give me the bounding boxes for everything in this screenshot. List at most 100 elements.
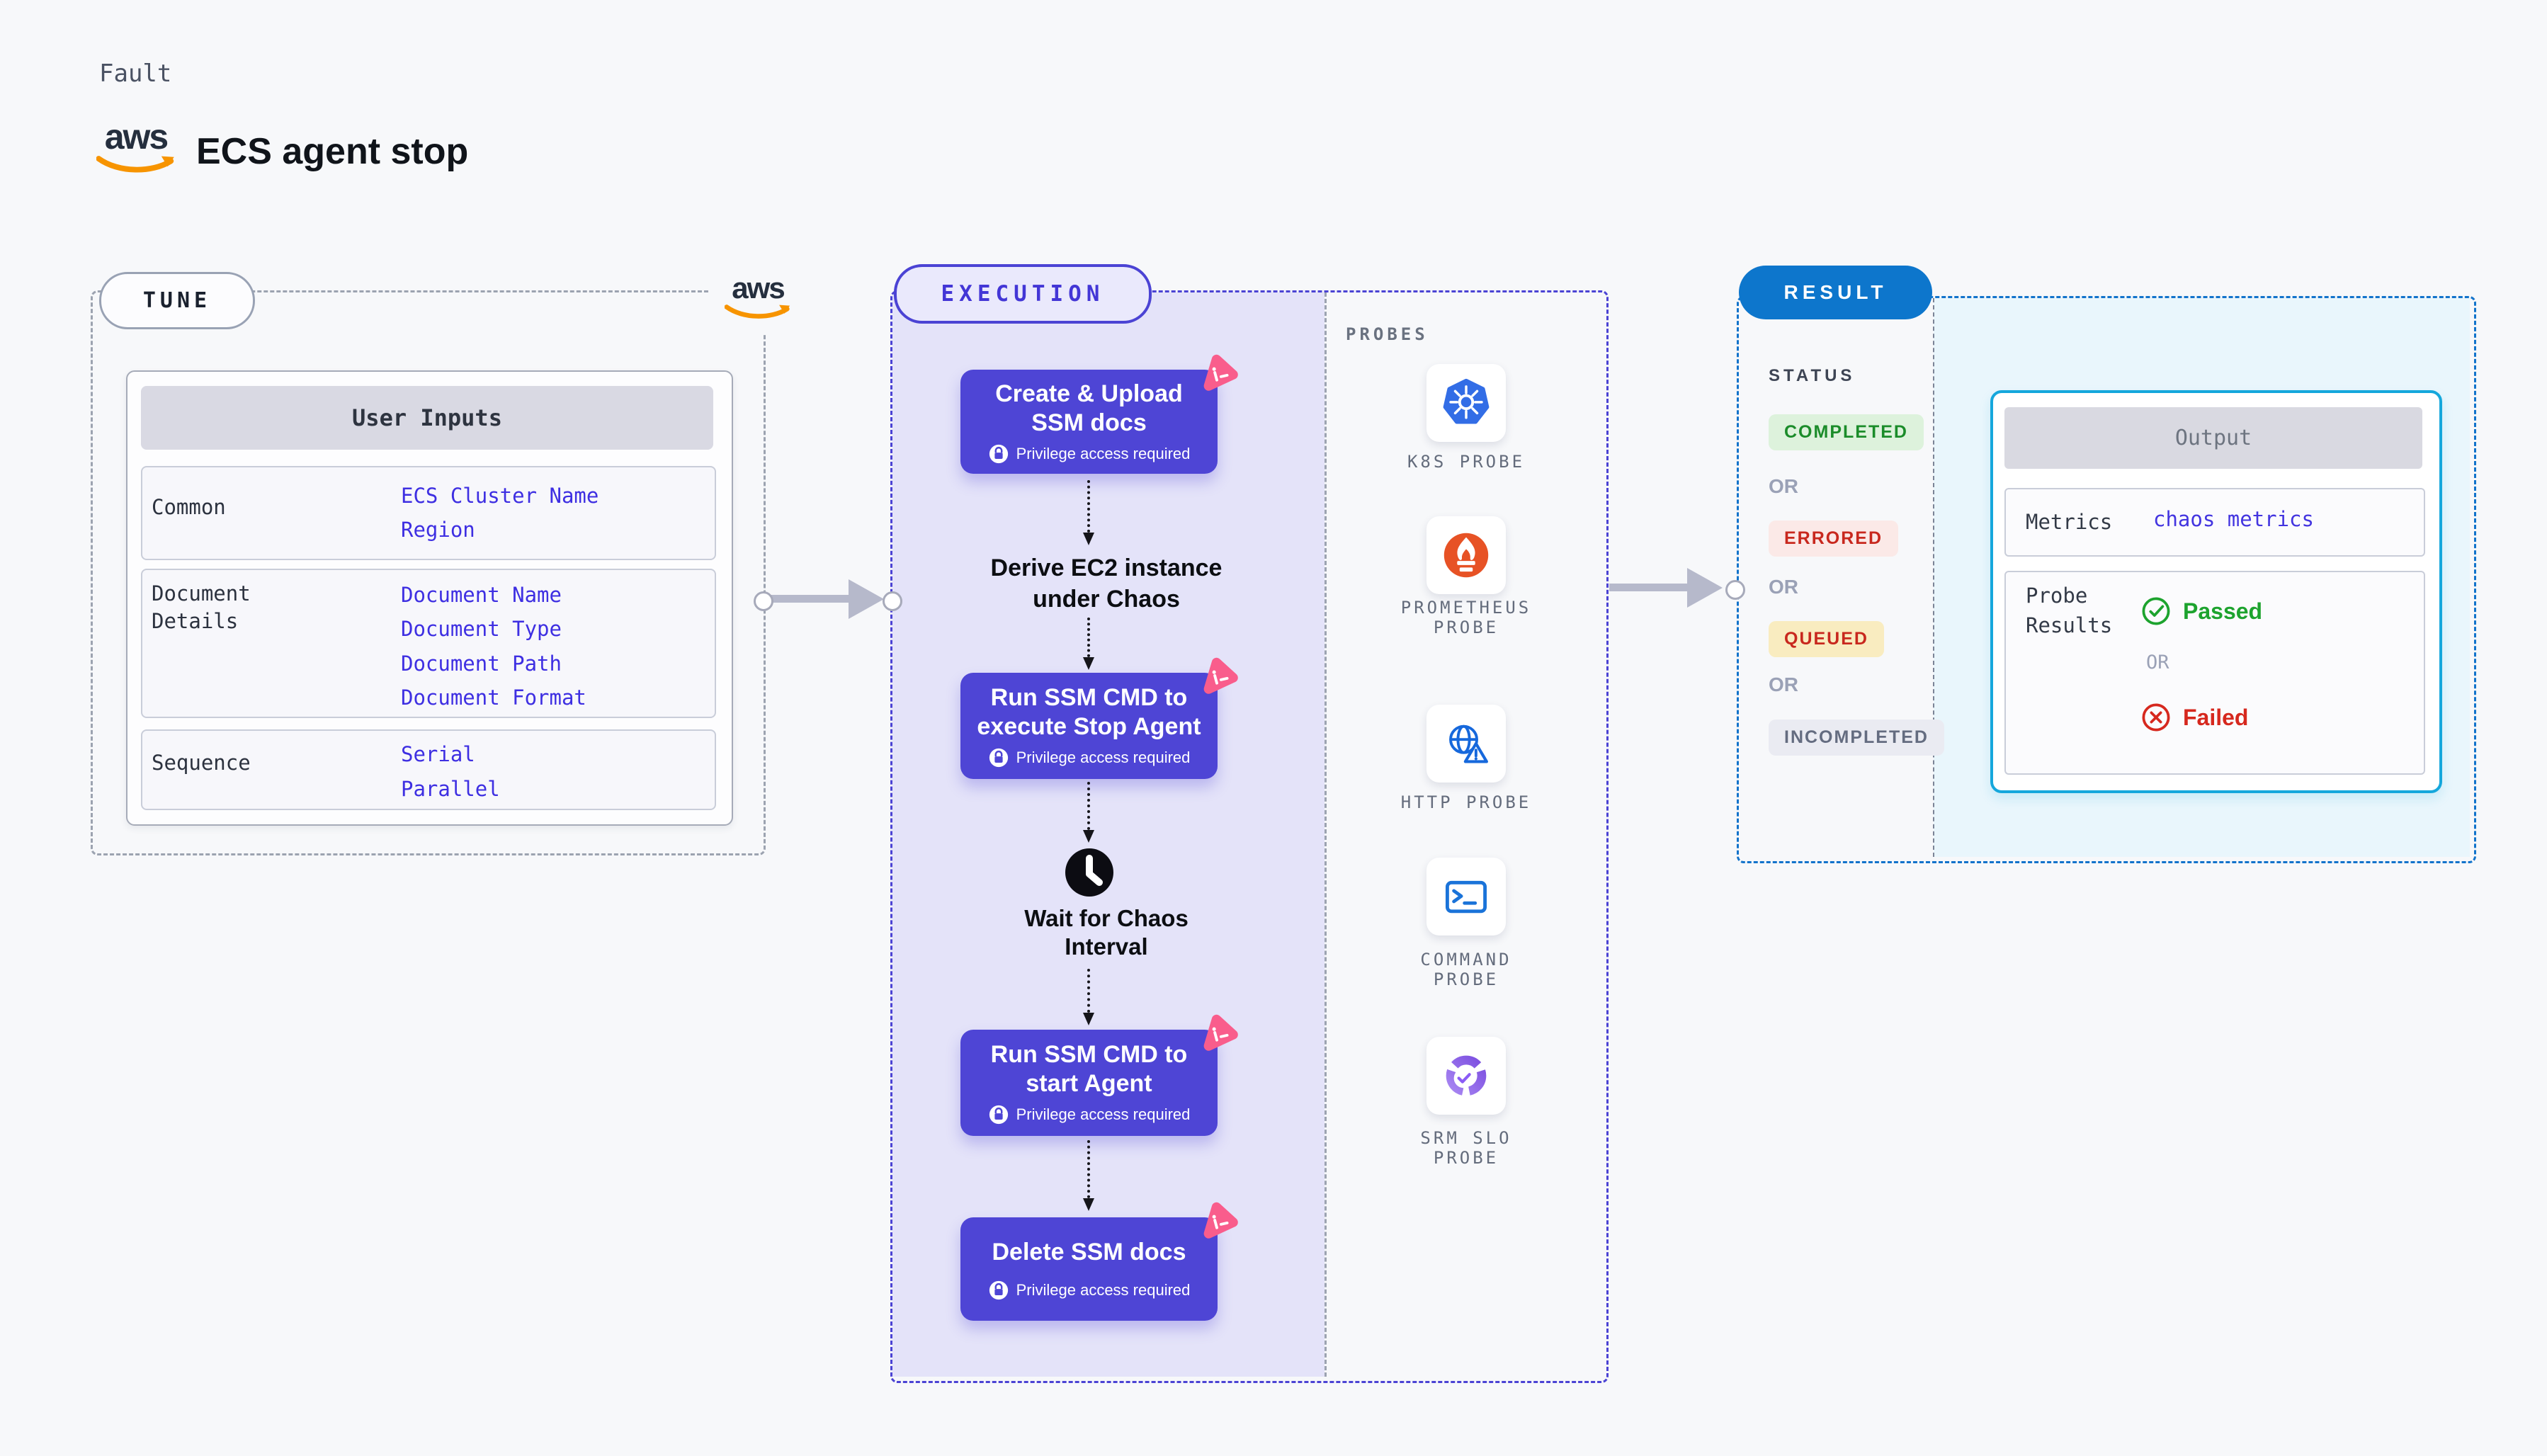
probe-label: PROBE <box>1433 618 1499 637</box>
x-circle-icon <box>2142 703 2170 732</box>
step-title: start Agent <box>1026 1070 1152 1097</box>
input-value: Document Format <box>401 686 586 710</box>
row-label: Common <box>152 495 226 519</box>
arrow-head-icon <box>1083 830 1094 843</box>
probe-result-passed: Passed <box>2140 596 2262 627</box>
flow-arrow <box>1087 1140 1090 1198</box>
lock-icon <box>989 748 1008 768</box>
aws-smile-icon <box>96 156 174 173</box>
step-wait-for-chaos-interval: Wait for Chaos Interval <box>890 904 1322 961</box>
status-badge-incompleted: INCOMPLETED <box>1769 720 1944 756</box>
output-header: Output <box>2004 407 2422 469</box>
step-run-ssm-cmd-start-agent: Run SSM CMD to start Agent Privilege acc… <box>960 1030 1218 1136</box>
probe-label: K8S PROBE <box>1407 452 1526 472</box>
execution-to-result-arrow <box>1609 584 1689 591</box>
input-value: Serial <box>401 742 475 766</box>
probe-result-failed: Failed <box>2140 702 2248 733</box>
status-badge-queued: QUEUED <box>1769 621 1884 657</box>
prometheus-probe-icon <box>1443 533 1489 578</box>
step-title: Run SSM CMD to <box>990 684 1188 711</box>
chaos-fault-icon <box>1203 354 1238 391</box>
input-value: Document Name <box>401 583 562 607</box>
arrow-head-icon <box>1687 568 1723 608</box>
step-delete-ssm-docs: Delete SSM docs Privilege access require… <box>960 1217 1218 1321</box>
chaos-fault-icon <box>1203 657 1238 694</box>
output-metrics-row <box>2004 488 2425 557</box>
row-label: Details <box>152 609 239 633</box>
connector-dot <box>883 591 902 611</box>
table-row-document-details <box>141 569 716 718</box>
arrow-head-icon <box>1083 1013 1094 1025</box>
result-section-frame <box>1737 296 2476 863</box>
tune-section-frame <box>91 290 766 855</box>
or-label: OR <box>1769 673 1798 695</box>
or-label: OR <box>1769 576 1798 598</box>
step-title: Run SSM CMD to <box>990 1041 1188 1068</box>
aws-logo-text: aws <box>104 117 169 157</box>
step-derive-ec2-instance: Derive EC2 instance under Chaos <box>890 552 1322 615</box>
lock-icon <box>989 1280 1008 1299</box>
fault-label: Fault <box>99 59 172 88</box>
clock-icon <box>1065 848 1113 897</box>
probe-label: PROBE <box>1433 969 1499 989</box>
step-title: execute Stop Agent <box>977 713 1201 740</box>
probe-results-label: Probe Results <box>2026 581 2112 640</box>
privilege-label: Privilege access required <box>1016 1105 1191 1123</box>
input-value: Parallel <box>401 777 500 801</box>
step-title: Delete SSM docs <box>992 1238 1186 1266</box>
probe-label: SRM SLO <box>1420 1128 1512 1148</box>
arrow-head-icon <box>1083 533 1094 545</box>
probe-card-k8s <box>1426 364 1506 442</box>
check-circle-icon <box>2142 597 2170 625</box>
probe-label: COMMAND <box>1420 950 1512 969</box>
or-label: OR <box>2146 652 2169 673</box>
row-label: Sequence <box>152 751 251 775</box>
user-inputs-header: User Inputs <box>141 386 713 450</box>
metrics-value: chaos metrics <box>2153 507 2314 531</box>
execution-probes-divider <box>1324 292 1327 1377</box>
aws-corner-logo: aws <box>710 261 805 334</box>
flow-arrow <box>1087 480 1090 533</box>
probe-results-label-line: Results <box>2026 613 2113 637</box>
tune-section-pill: TUNE <box>99 272 255 329</box>
execution-section-pill: EXECUTION <box>894 264 1152 324</box>
connector-dot <box>754 591 773 611</box>
output-probe-results-row <box>2004 571 2425 775</box>
status-badge-errored: ERRORED <box>1769 521 1899 557</box>
input-value: Region <box>401 518 475 542</box>
row-label: Document <box>152 581 251 605</box>
arrow-head-icon <box>849 579 884 619</box>
flow-arrow <box>1087 618 1090 657</box>
failed-label: Failed <box>2183 704 2249 730</box>
step-title: SSM docs <box>1031 409 1147 436</box>
connector-dot <box>1725 580 1745 600</box>
metrics-label: Metrics <box>2026 510 2113 534</box>
privilege-label: Privilege access required <box>1016 749 1191 766</box>
aws-logo: aws <box>94 119 178 176</box>
chaos-fault-icon <box>1203 1014 1238 1051</box>
input-value: Document Type <box>401 617 562 641</box>
input-value: ECS Cluster Name <box>401 484 599 508</box>
privilege-label: Privilege access required <box>1016 444 1191 462</box>
result-status-divider <box>1933 298 1934 857</box>
step-text: under Chaos <box>1033 586 1180 613</box>
step-text: Wait for Chaos <box>1024 905 1189 931</box>
probe-card-command <box>1426 858 1506 935</box>
step-run-ssm-cmd-stop-agent: Run SSM CMD to execute Stop Agent Privil… <box>960 673 1218 779</box>
status-badge-completed: COMPLETED <box>1769 414 1924 450</box>
probe-card-prometheus <box>1426 516 1506 594</box>
aws-smile-icon <box>725 305 790 319</box>
probe-results-label-line: Probe <box>2026 584 2088 608</box>
k8s-probe-icon <box>1443 378 1490 424</box>
table-row-common <box>141 466 716 560</box>
or-label: OR <box>1769 475 1798 497</box>
page-title: ECS agent stop <box>196 131 469 172</box>
aws-logo-text: aws <box>732 271 785 305</box>
lock-icon <box>989 1105 1008 1125</box>
probe-label: PROBE <box>1433 1148 1499 1168</box>
step-title: Create & Upload <box>995 380 1183 407</box>
result-section-pill: RESULT <box>1739 266 1932 319</box>
arrow-head-icon <box>1083 1198 1094 1211</box>
privilege-label: Privilege access required <box>1016 1280 1191 1299</box>
